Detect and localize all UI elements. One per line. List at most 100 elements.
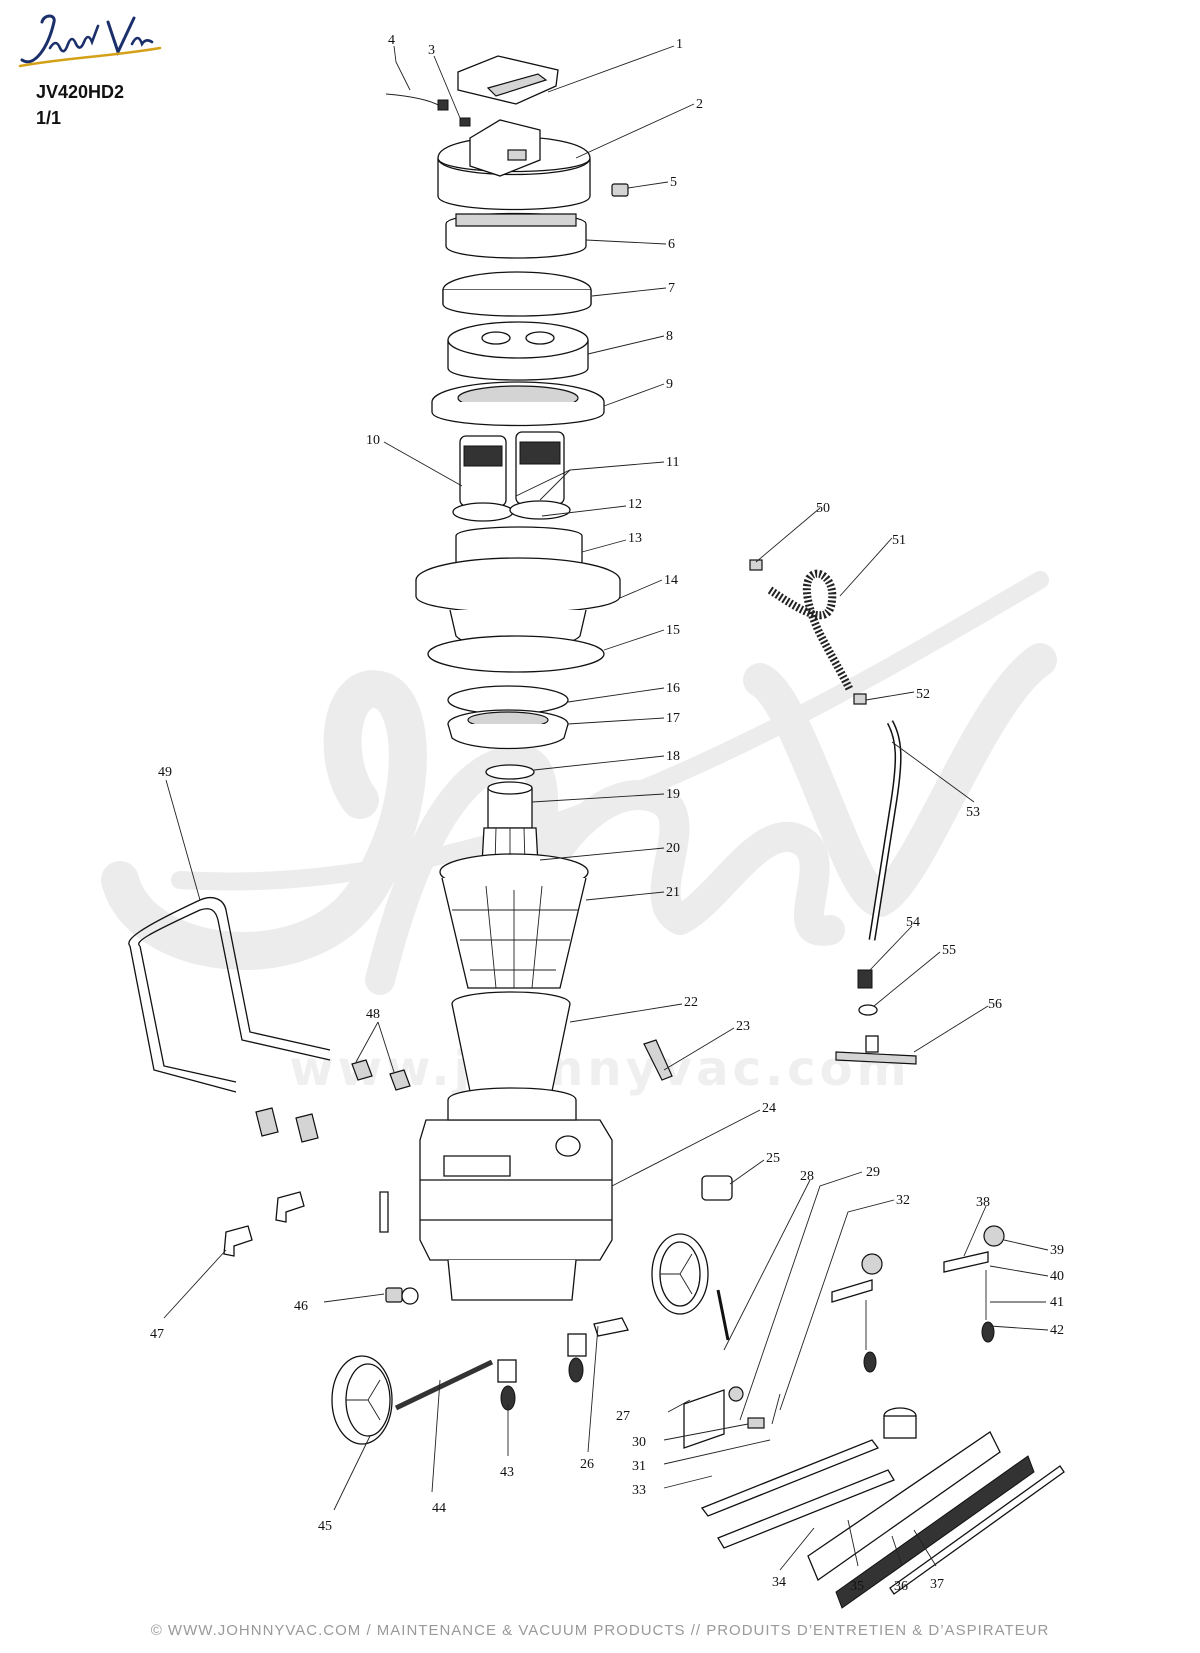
- part-label: 48: [366, 1007, 380, 1022]
- part-label: 21: [666, 885, 680, 900]
- part-label: 40: [1050, 1269, 1064, 1284]
- part-10-motor-left: [452, 435, 514, 522]
- part-label: 5: [670, 175, 677, 190]
- part-label: 38: [976, 1195, 990, 1210]
- part-label: 22: [684, 995, 698, 1010]
- part-label: 13: [628, 531, 642, 546]
- part-label: 8: [666, 329, 673, 344]
- part-label: 25: [766, 1151, 780, 1166]
- part-label: 10: [366, 433, 380, 448]
- part-label: 53: [966, 805, 980, 820]
- part-label: 24: [762, 1101, 776, 1116]
- part-11-motor-right: [509, 431, 571, 520]
- part-label: 28: [800, 1169, 814, 1184]
- part-label: 46: [294, 1299, 308, 1314]
- part-25-cap: [701, 1175, 733, 1201]
- part-label: 47: [150, 1327, 164, 1342]
- part-43-casters: [497, 1333, 587, 1411]
- part-labels: 1 2 3 4 5 6 7 8 9 10 11 12 13 14 15 16 1…: [150, 33, 1064, 1594]
- part-label: 17: [666, 711, 680, 726]
- part-label: 31: [632, 1459, 646, 1474]
- part-label: 26: [580, 1457, 594, 1472]
- part-label: 55: [942, 943, 956, 958]
- part-label: 52: [916, 687, 930, 702]
- page-number: 1/1: [36, 108, 62, 128]
- part-label: 49: [158, 765, 172, 780]
- part-label: 45: [318, 1519, 332, 1534]
- part-2-head-cover: [437, 119, 591, 211]
- part-49-push-handle: [128, 896, 331, 1093]
- copyright-footer: © WWW.JOHNNYVAC.COM / MAINTENANCE & VACU…: [150, 1622, 1050, 1639]
- part-34-squeegee-body: [807, 1407, 1001, 1581]
- part-28-knob-bolt: [716, 1289, 730, 1341]
- part-label: 50: [816, 501, 830, 516]
- part-label: 33: [632, 1483, 646, 1498]
- part-label: 29: [866, 1165, 880, 1180]
- part-6-motor-plate: [445, 212, 587, 259]
- part-1-handle-grip: [457, 55, 559, 105]
- part-rear-wheel-right: [651, 1233, 709, 1315]
- part-label: 23: [736, 1019, 750, 1034]
- model-number: JV420HD2: [36, 82, 125, 102]
- part-label: 37: [930, 1577, 944, 1592]
- part-label: 16: [666, 681, 680, 696]
- part-14-head-bottom: [415, 557, 621, 649]
- part-45-rear-wheel-left: [331, 1355, 393, 1445]
- part-label: 14: [664, 573, 678, 588]
- watermark-url: www.johnnyvac.com: [289, 1041, 910, 1097]
- part-26-bracket: [593, 1317, 629, 1337]
- part-label: 9: [666, 377, 673, 392]
- part-label: 19: [666, 787, 680, 802]
- part-54-adapter: [857, 969, 873, 989]
- part-label: 30: [632, 1435, 646, 1450]
- part-35-brush-strip: [835, 1455, 1035, 1609]
- part-label: 1: [676, 37, 683, 52]
- part-label: 4: [388, 33, 395, 48]
- part-27-squeegee-bracket: [683, 1386, 744, 1449]
- part-17-float-cage: [447, 709, 569, 750]
- part-15-gasket: [427, 635, 605, 673]
- part-label: 56: [988, 997, 1002, 1012]
- part-44-axle: [394, 1359, 494, 1411]
- part-label: 27: [616, 1409, 630, 1424]
- part-label: 18: [666, 749, 680, 764]
- part-label: 44: [432, 1501, 446, 1516]
- watermark-logo: [101, 571, 1057, 995]
- part-label: 20: [666, 841, 680, 856]
- part-55-o-ring: [858, 1004, 878, 1016]
- part-18-float-ball: [485, 764, 535, 780]
- part-38-42-caster-arms: [831, 1225, 1005, 1373]
- part-label: 11: [666, 455, 679, 470]
- part-label: 43: [500, 1465, 514, 1480]
- part-24-recovery-tank: [419, 1087, 613, 1301]
- part-8-foam-silencer: [447, 321, 589, 381]
- part-label: 42: [1050, 1323, 1064, 1338]
- part-4-power-cord: [385, 93, 449, 111]
- part-label: 41: [1050, 1295, 1064, 1310]
- part-30-33-hardware: [747, 1393, 781, 1429]
- part-50-hose-cuff: [749, 559, 763, 571]
- part-19-filter-tube: [487, 781, 533, 829]
- part-52-hose-cuff: [853, 693, 867, 705]
- part-label: 15: [666, 623, 680, 638]
- part-47-handle-brackets: [223, 1191, 389, 1257]
- part-label: 35: [850, 1579, 864, 1594]
- part-51-hose: [767, 569, 854, 692]
- part-46-drain-plug: [385, 1287, 419, 1305]
- part-label: 34: [772, 1575, 786, 1590]
- part-label: 39: [1050, 1243, 1064, 1258]
- part-label: 3: [428, 43, 435, 58]
- part-48-handle-clamps: [255, 1059, 411, 1143]
- part-label: 36: [894, 1579, 908, 1594]
- part-label: 2: [696, 97, 703, 112]
- part-label: 6: [668, 237, 675, 252]
- part-9-motor-support: [431, 381, 605, 427]
- part-label: 51: [892, 533, 906, 548]
- part-label: 12: [628, 497, 642, 512]
- johnnyvac-logo: [18, 14, 162, 68]
- part-23-latch: [643, 1039, 673, 1081]
- part-5-cord-connector: [611, 183, 629, 197]
- part-label: 32: [896, 1193, 910, 1208]
- part-53-wand-inner: [870, 721, 901, 941]
